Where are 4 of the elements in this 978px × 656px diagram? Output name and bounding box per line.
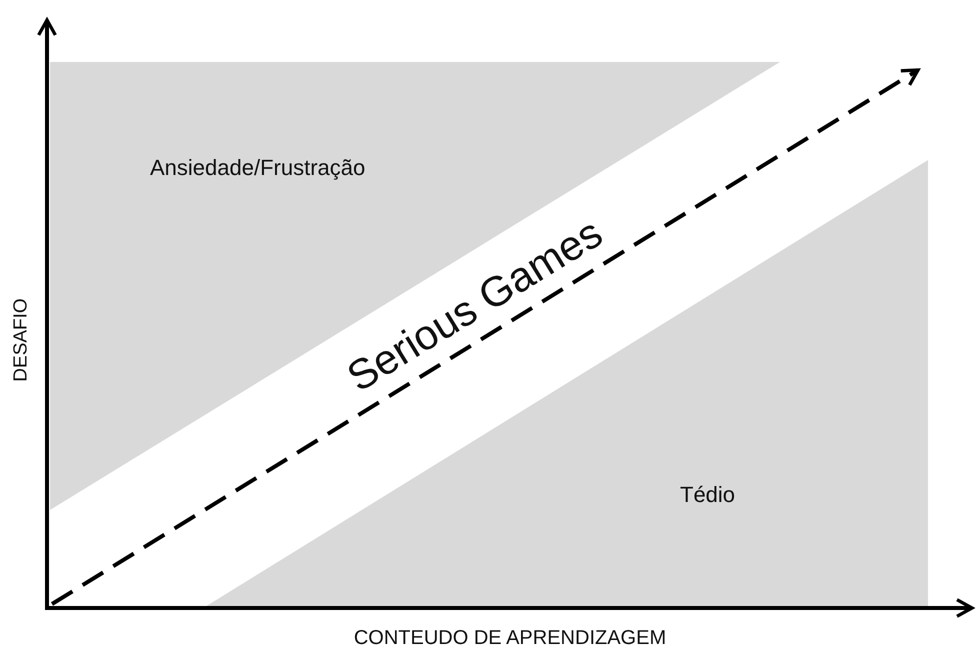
region-label: Tédio	[680, 482, 736, 508]
x-axis-label: CONTEUDO DE APRENDIZAGEM	[354, 626, 666, 650]
region-label: Ansiedade/Frustração	[150, 155, 366, 181]
y-axis-label: DESAFIO	[11, 298, 33, 382]
